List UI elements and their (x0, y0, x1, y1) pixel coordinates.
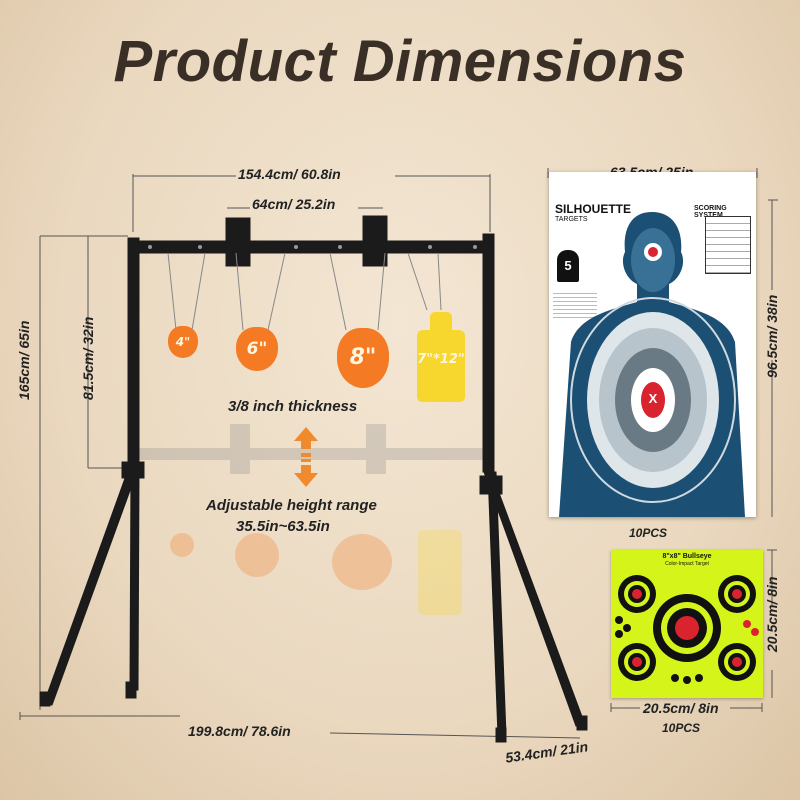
plate-8in: 8" (337, 328, 389, 388)
bullseye-rings (615, 575, 759, 684)
hanger-spacing-dim: 64cm/ 25.2in (252, 196, 336, 212)
fine-print-lines (553, 290, 597, 320)
poster-heading: SILHOUETTE (555, 202, 632, 216)
thickness-note: 3/8 inch thickness (228, 398, 358, 415)
bar-height-dim: 81.5cm/ 32in (80, 316, 96, 400)
plate-head (430, 312, 452, 334)
plate-6in: 6" (236, 327, 278, 371)
silhouette-figure (559, 212, 745, 517)
center-x-mark: X (648, 391, 658, 406)
silhouette-quantity: 10PCS (629, 526, 668, 540)
silhouette-height-dim: 96.5cm/ 38in (764, 294, 780, 378)
plate-4in: 4" (168, 326, 198, 358)
hanging-chains (167, 252, 442, 331)
mini-silhouette-icon: 5 (557, 250, 579, 282)
bullseye-subheading: Color-Impact Target (665, 561, 709, 567)
frame-bolts (148, 245, 477, 249)
scoring-system-heading: SCORING SYSTEM (694, 205, 727, 219)
plate-7x12: 7"*12" (417, 312, 465, 402)
page-title: Product Dimensions (113, 29, 687, 94)
total-height-dim: 165cm/ 65in (16, 320, 32, 400)
base-width-dim: 199.8cm/ 78.6in (188, 723, 291, 739)
adjust-arrows-icon (294, 427, 318, 487)
lowered-position-ghost (135, 424, 490, 615)
frame (39, 215, 588, 743)
adjust-note: Adjustable height range (206, 497, 377, 514)
bullseye-heading: 8"x8" Bullseye (662, 553, 712, 560)
adjust-range: 35.5in~63.5in (236, 518, 330, 535)
dimension-lines (19, 168, 778, 739)
bullseye-target: 8"x8" Bullseye Color-Impact Target (611, 550, 763, 698)
top-width-dim: 154.4cm/ 60.8in (238, 166, 341, 182)
poster-subheading: TARGETS (555, 216, 588, 223)
bullseye-quantity: 10PCS (662, 721, 701, 735)
bullseye-width-dim: 20.5cm/ 8in (643, 700, 719, 716)
silhouette-target-poster: SILHOUETTE TARGETS SCORING SYSTEM 5 X (549, 172, 756, 517)
bullseye-height-dim: 20.5cm/ 8in (764, 576, 780, 653)
scoring-table (705, 216, 751, 274)
mini-silhouette-number: 5 (564, 258, 572, 273)
